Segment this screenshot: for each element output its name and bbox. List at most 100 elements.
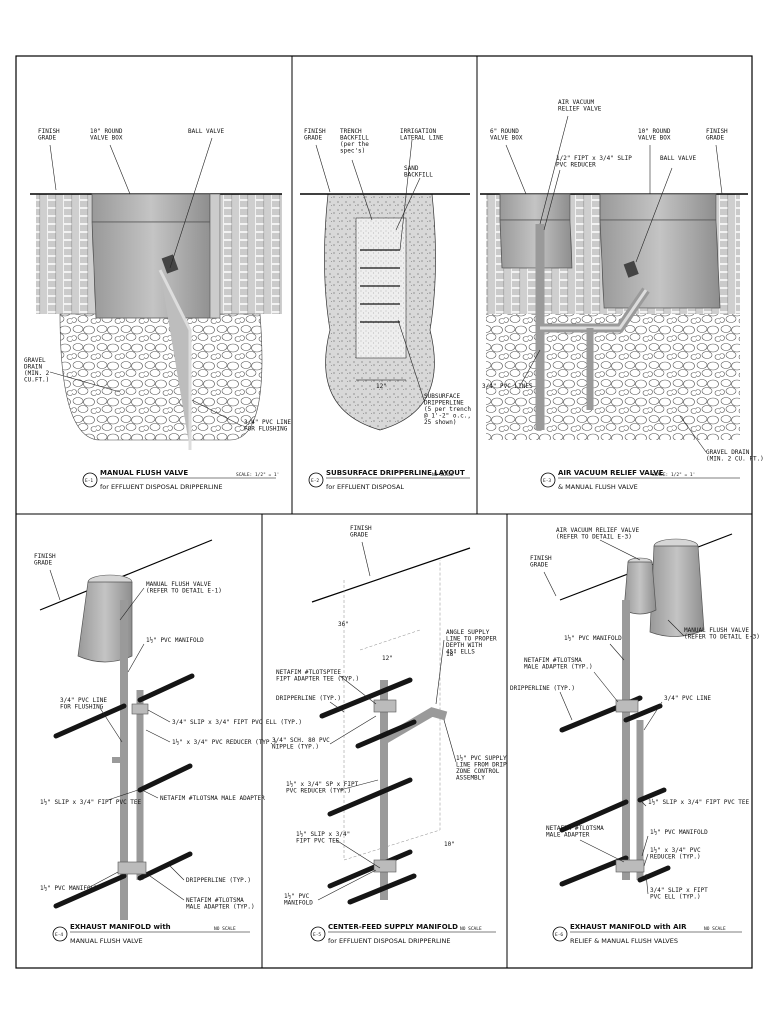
e4-subtitle: MANUAL FLUSH VALVE xyxy=(70,937,143,945)
e6-title-block: E-6 EXHAUST MANIFOLD with AIR RELIEF & M… xyxy=(552,923,742,945)
e6-labels: AIR VACUUM RELIEF VALVE(REFER TO DETAIL … xyxy=(510,527,760,901)
e6-manifold xyxy=(559,600,671,887)
e6-id: E-6 xyxy=(555,932,563,938)
e3-label-ball-valve: BALL VALVE xyxy=(660,155,697,162)
e4-scale: NO SCALE xyxy=(214,926,236,932)
e5-label-dripperline: DRIPPERLINE (TYP.) xyxy=(276,695,341,702)
e6-subtitle: RELIEF & MANUAL FLUSH VALVES xyxy=(570,937,678,945)
detail-e6: AIR VACUUM RELIEF VALVE(REFER TO DETAIL … xyxy=(510,527,760,945)
e1-valve-box xyxy=(91,193,221,319)
e4-label-reducer: 1½" x 3/4" PVC REDUCER (TYP.) xyxy=(172,739,277,746)
e2-trench xyxy=(300,193,470,431)
e6-label-manual-flush: MANUAL FLUSH VALVE(REFER TO DETAIL E-3) xyxy=(684,627,760,641)
e3-title-block: E-3 AIR VACUUM RELIEF VALVE & MANUAL FLU… xyxy=(540,469,740,491)
e1-title-block: E-1 MANUAL FLUSH VALVE for EFFLUENT DISP… xyxy=(82,469,279,491)
e5-label-dim-12: 12" xyxy=(382,655,393,662)
e1-label-ball-valve: BALL VALVE xyxy=(188,128,225,135)
e5-label-dim-18: 18" xyxy=(446,651,457,658)
e1-title: MANUAL FLUSH VALVE xyxy=(100,469,188,477)
e1-flush-pipe xyxy=(158,254,192,450)
e3-title: AIR VACUUM RELIEF VALVE xyxy=(558,469,664,477)
e6-label-pvc-line: 3/4" PVC LINE xyxy=(664,695,711,702)
e1-id: E-1 xyxy=(85,478,93,484)
e5-label-dim-10: 10" xyxy=(444,841,455,848)
e5-subtitle: for EFFLUENT DISPOSAL DRIPPERLINE xyxy=(328,937,451,945)
e2-subtitle: for EFFLUENT DISPOSAL xyxy=(326,483,404,491)
e6-valve-boxes xyxy=(623,538,705,637)
e4-label-ell: 3/4" SLIP x 3/4" FIPT PVC ELL (TYP.) xyxy=(172,719,302,726)
e5-scale: NO SCALE xyxy=(460,926,482,932)
e5-manifold xyxy=(319,677,448,905)
e1-scale: SCALE: 1/2" = 1' xyxy=(236,472,279,478)
e2-id: E-2 xyxy=(311,478,319,484)
e6-label-manifold-bottom: 1½" PVC MANIFOLD xyxy=(650,829,708,836)
e2-title-block: E-2 SUBSURFACE DRIPPERLINE LAYOUT for EF… xyxy=(308,469,470,491)
e4-label-dripperline: DRIPPERLINE (TYP.) xyxy=(186,877,251,884)
e2-title: SUBSURFACE DRIPPERLINE LAYOUT xyxy=(326,469,465,477)
e4-label-manual-flush: MANUAL FLUSH VALVE(REFER TO DETAIL E-1) xyxy=(146,581,222,595)
e4-title-block: E-4 EXHAUST MANIFOLD with MANUAL FLUSH V… xyxy=(52,923,250,945)
e3-scale: SCALE: 1/2" = 1' xyxy=(652,472,695,478)
e5-title-block: E-5 CENTER-FEED SUPPLY MANIFOLD for EFFL… xyxy=(310,923,496,945)
e3-label-gravel-drain: GRAVEL DRAIN(MIN. 2 CU. FT.) xyxy=(706,449,764,463)
e4-label-adapter: NETAFIM #TLOTSMA MALE ADAPTER xyxy=(160,795,265,802)
e5-id: E-5 xyxy=(313,932,321,938)
e4-label-manifold-bottom: 1½" PVC MANIFOLD xyxy=(40,885,98,892)
e6-label-dripperline: DRIPPERLINE (TYP.) xyxy=(510,685,575,692)
e4-label-manifold-top: 1½" PVC MANIFOLD xyxy=(146,637,204,644)
e4-manifold xyxy=(53,600,195,920)
e3-id: E-3 xyxy=(543,478,551,484)
e3-label-pvc-lines: 3/4" PVC LINES xyxy=(482,383,533,390)
e4-title: EXHAUST MANIFOLD with xyxy=(70,923,171,931)
e6-label-manifold-top: 1½" PVC MANIFOLD xyxy=(564,635,622,642)
e3-valve-boxes xyxy=(499,193,721,309)
sheet-frame xyxy=(15,55,753,969)
e2-scale: NO SCALE xyxy=(432,472,454,478)
e6-label-tee: 1½" SLIP x 3/4" FIPT PVC TEE xyxy=(648,799,750,806)
e4-valve-box xyxy=(77,574,133,663)
e3-ball-valve-icon xyxy=(623,260,639,278)
e5-dims xyxy=(343,560,441,861)
e1-subtitle: for EFFLUENT DISPOSAL DRIPPERLINE xyxy=(100,483,223,491)
e5-title: CENTER-FEED SUPPLY MANIFOLD xyxy=(328,923,458,931)
e5-label-dim-36: 36" xyxy=(338,621,349,628)
e6-title: EXHAUST MANIFOLD with AIR xyxy=(570,923,687,931)
